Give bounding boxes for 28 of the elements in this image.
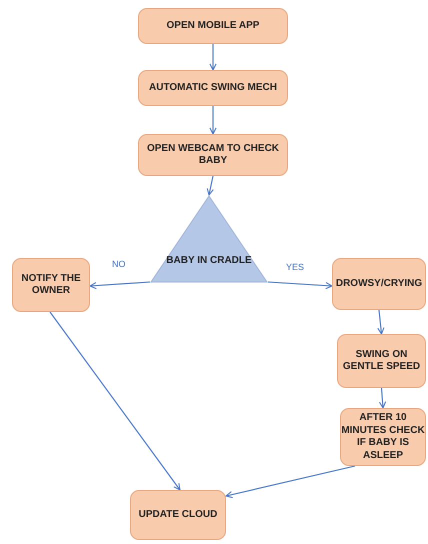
process-box [138,70,288,106]
arrow [378,388,386,408]
node-text: AUTOMATIC SWING MECH [149,82,277,94]
node-text: OPEN MOBILE APP [166,20,260,32]
arrow [50,312,180,490]
arrow [226,465,356,498]
arrow [268,281,332,290]
process-box [138,134,288,176]
process-box [130,490,226,540]
node-text: SWING ON GENTLE SPEED [342,348,422,374]
process-box [138,8,288,44]
arrow [209,106,217,134]
arrow [377,310,384,334]
node-text: DROWSY/CRYING [336,278,422,290]
node-text: NOTIFY THE OWNER [20,272,82,298]
edge-label: YES [286,262,304,272]
node-text: OPEN WEBCAM TO CHECK BABY [146,142,280,168]
arrow [209,44,217,70]
node-text: UPDATE CLOUD [138,508,218,522]
decision-triangle [150,195,268,283]
arrow [206,176,214,196]
process-box [337,334,426,388]
arrow [90,281,150,290]
process-box [12,258,90,312]
process-box [332,258,426,310]
node-text: BABY IN CRADLE [166,254,252,268]
node-text: AFTER 10 MINUTES CHECK IF BABY IS ASLEEP [341,412,425,462]
edge-label: NO [112,259,126,269]
